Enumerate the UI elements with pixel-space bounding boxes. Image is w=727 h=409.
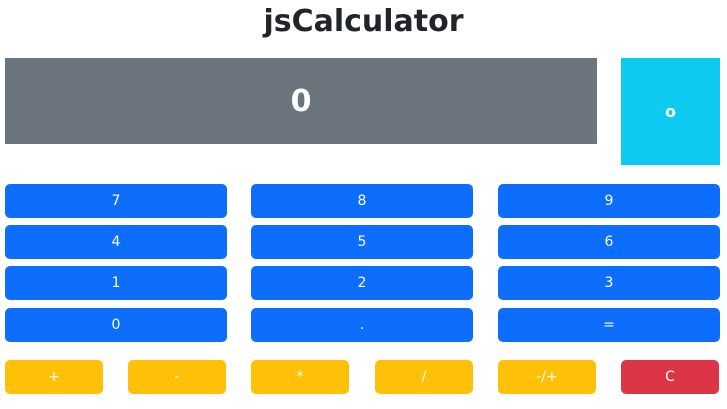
equals-button[interactable]: =	[498, 308, 720, 342]
add-button[interactable]: +	[5, 360, 103, 394]
digit-8-button[interactable]: 8	[251, 184, 473, 218]
memory-indicator: o	[621, 58, 720, 165]
page-title: jsCalculator	[263, 4, 464, 39]
negate-button[interactable]: -/+	[498, 360, 596, 394]
digit-4-button[interactable]: 4	[5, 225, 227, 259]
divide-button[interactable]: /	[375, 360, 473, 394]
clear-button[interactable]: C	[621, 360, 719, 394]
digit-1-button[interactable]: 1	[5, 266, 227, 300]
multiply-button[interactable]: *	[251, 360, 349, 394]
digit-9-button[interactable]: 9	[498, 184, 720, 218]
decimal-point-button[interactable]: .	[251, 308, 473, 342]
digit-0-button[interactable]: 0	[5, 308, 227, 342]
subtract-button[interactable]: -	[128, 360, 226, 394]
digit-3-button[interactable]: 3	[498, 266, 720, 300]
digit-7-button[interactable]: 7	[5, 184, 227, 218]
digit-6-button[interactable]: 6	[498, 225, 720, 259]
digit-2-button[interactable]: 2	[251, 266, 473, 300]
calculator-display: 0	[5, 58, 597, 144]
digit-5-button[interactable]: 5	[251, 225, 473, 259]
